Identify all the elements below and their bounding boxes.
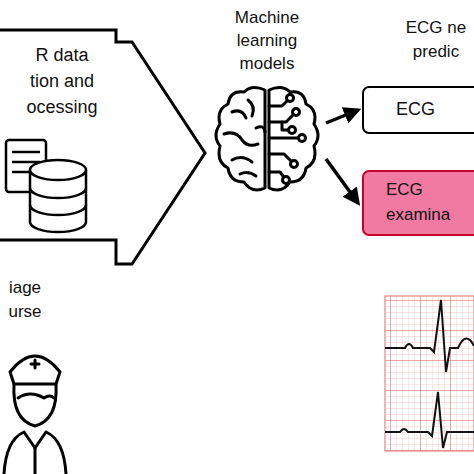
prediction-box-highlight: ECG examina	[362, 170, 474, 236]
ecg-strip	[385, 296, 474, 451]
connector-arrow	[326, 110, 358, 123]
node-heading: Machine learning models	[215, 7, 319, 76]
model-brain: Machine learning models	[212, 82, 322, 200]
brain-icon	[212, 82, 322, 200]
node-text: R data tion and ocessing	[22, 42, 102, 120]
connector-arrow	[326, 159, 358, 203]
cropped-caption: iage urse	[3, 276, 47, 324]
data-processing-box: R data tion and ocessing	[14, 42, 110, 132]
nurse-icon	[4, 356, 66, 474]
node-text: ECG examina	[386, 178, 458, 227]
process-arrow-outline	[0, 30, 205, 264]
prediction-box: ECG	[362, 86, 474, 134]
database-icon	[6, 140, 86, 232]
cropped-heading: ECG ne predic	[404, 16, 468, 64]
node-text: ECG	[396, 96, 456, 122]
